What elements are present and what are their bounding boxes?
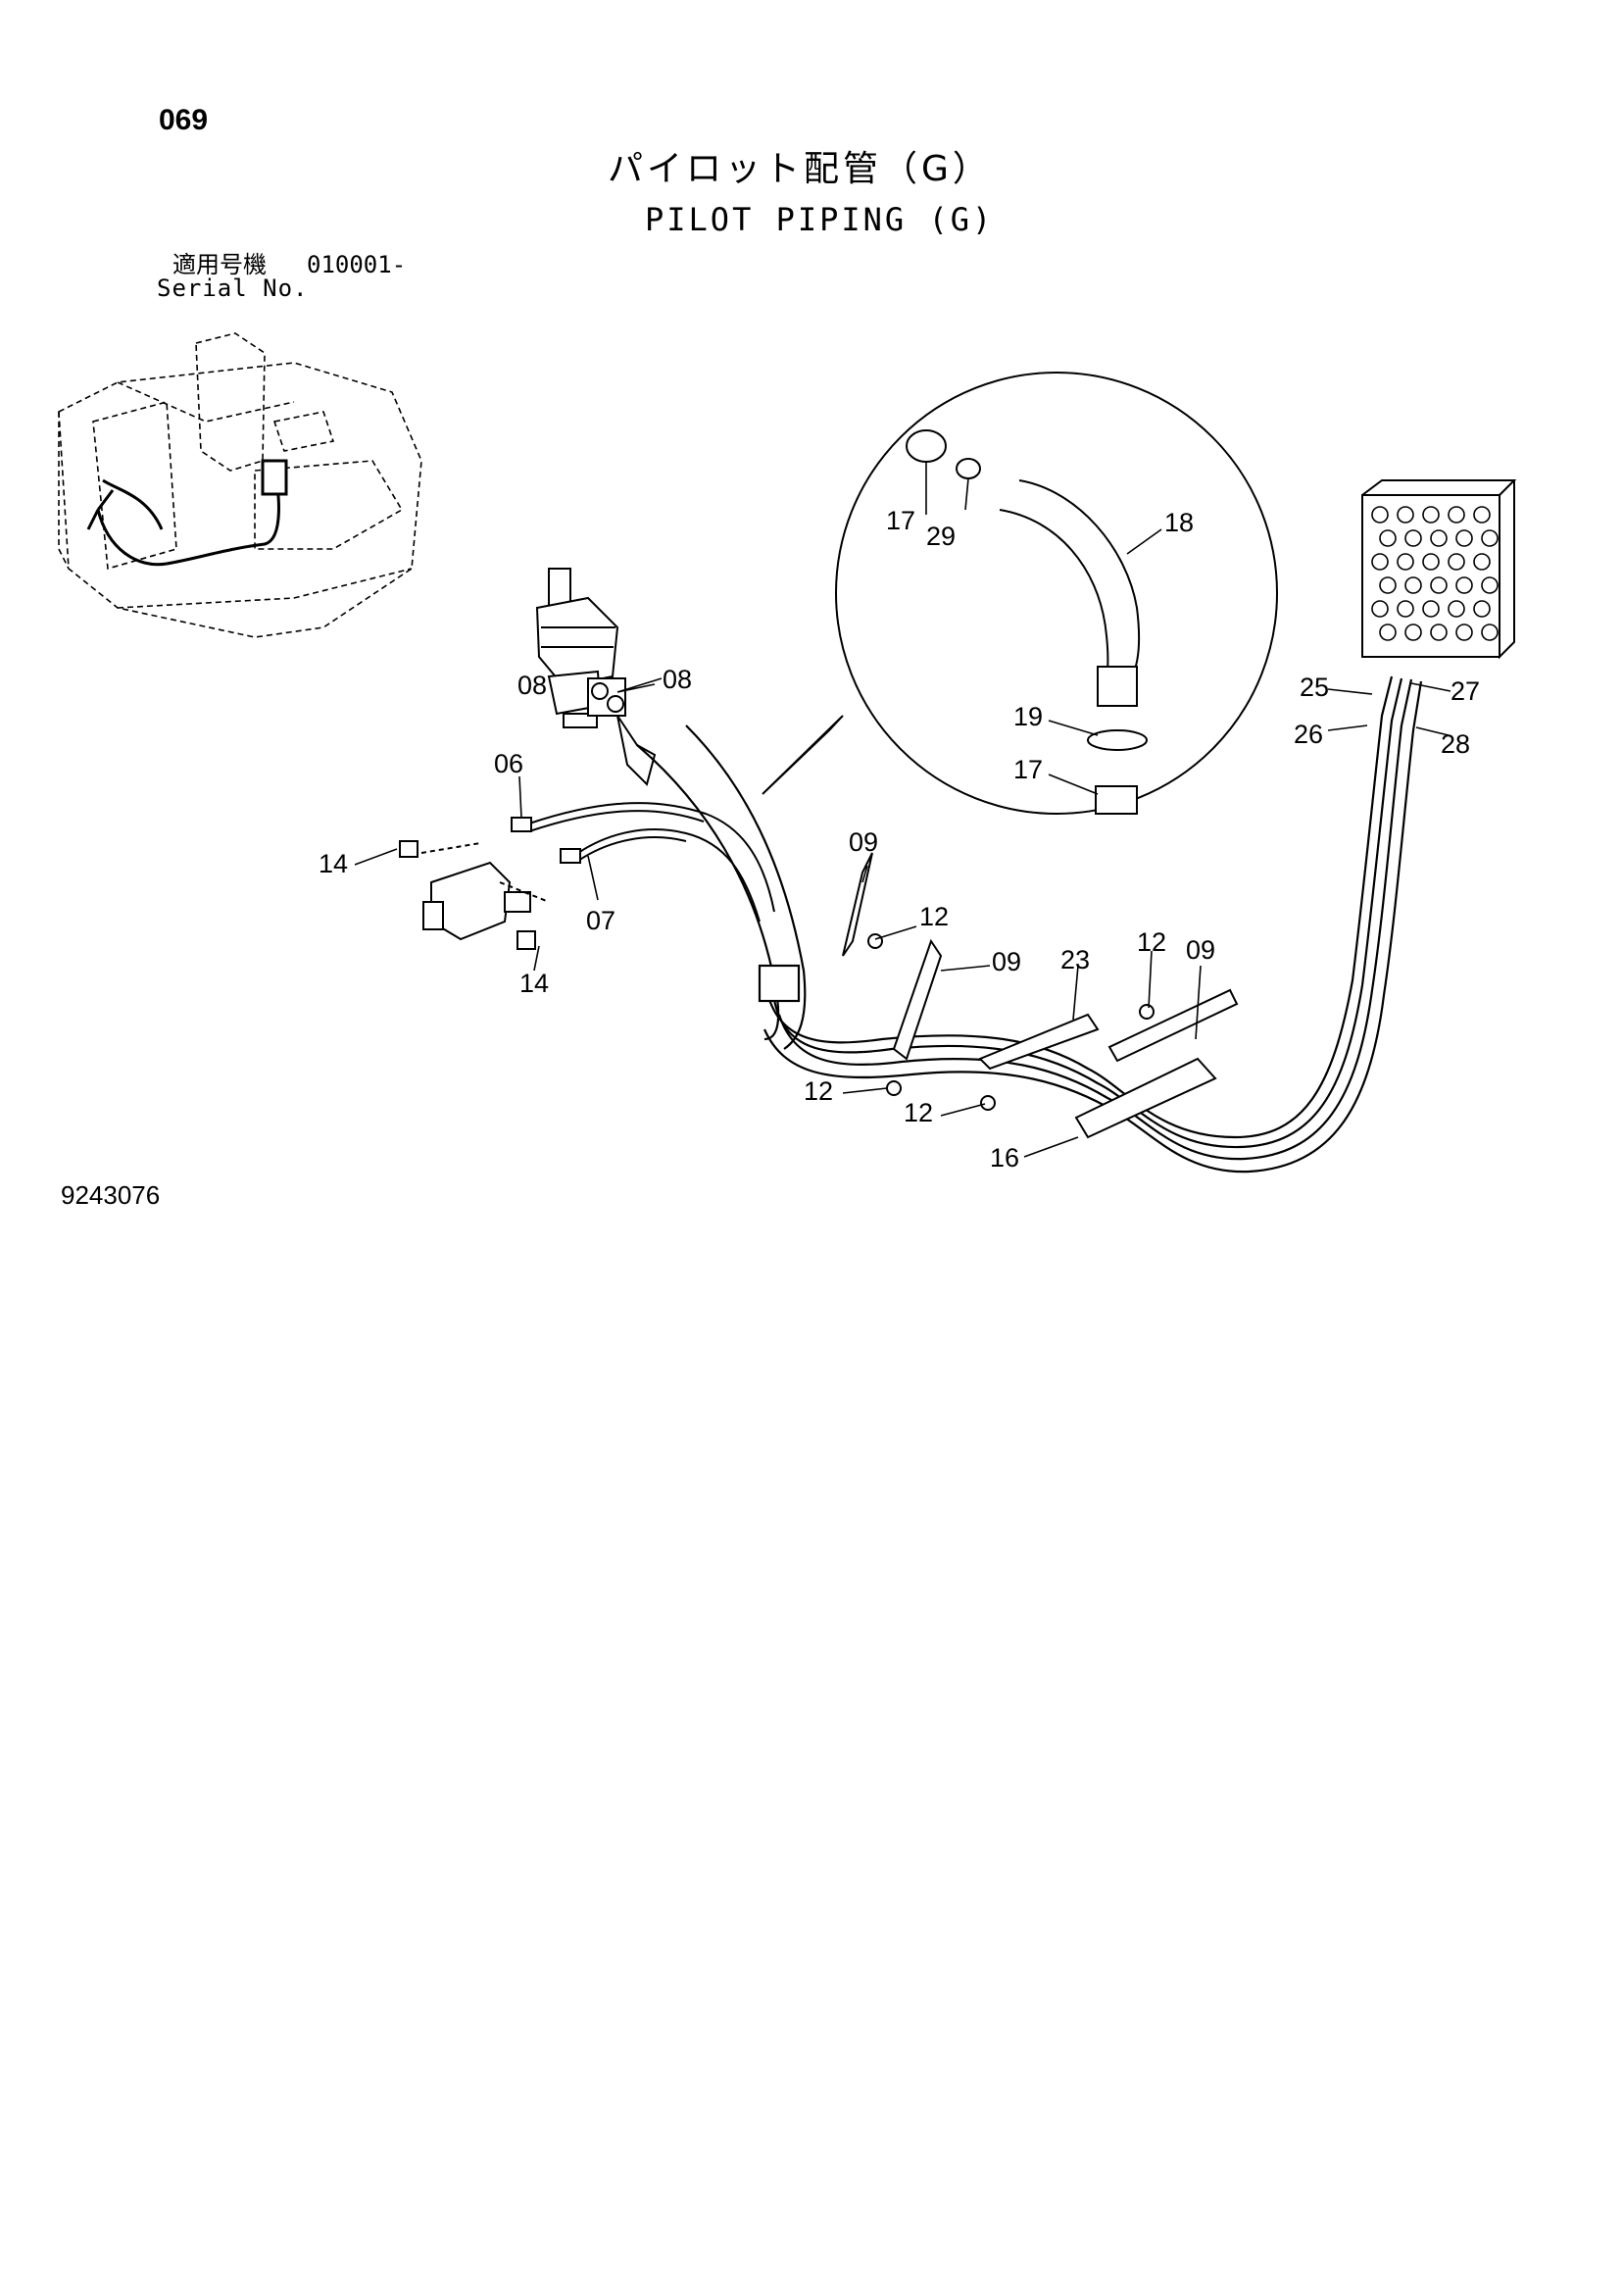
valve-port	[1397, 600, 1414, 618]
hose-06-07	[511, 802, 775, 923]
valve-port	[1404, 529, 1422, 547]
leader-lines	[354, 461, 1451, 1158]
serial-label-english: Serial No.	[157, 275, 309, 302]
valve-port	[1379, 529, 1397, 547]
callout-07: 07	[586, 906, 615, 935]
valve-port	[1455, 529, 1473, 547]
callout-25: 25	[1300, 673, 1329, 702]
valve-port	[1422, 553, 1440, 571]
valve-port	[1430, 529, 1448, 547]
serial-label-japanese: 適用号機	[172, 251, 267, 278]
valve-port	[1379, 624, 1397, 641]
callout-06: 06	[494, 749, 523, 778]
callout-09-upper: 09	[849, 827, 878, 857]
valve-port	[1448, 553, 1465, 571]
valve-port	[1448, 506, 1465, 524]
callout-12-right: 12	[1137, 927, 1166, 957]
valve-port	[1473, 553, 1491, 571]
callout-12-lower-mid: 12	[904, 1098, 933, 1127]
valve-port	[1371, 553, 1389, 571]
valve-port	[1397, 553, 1414, 571]
callout-12-lower-left: 12	[804, 1076, 833, 1106]
valve-port	[1422, 600, 1440, 618]
title-english: PILOT PIPING (G)	[645, 201, 995, 238]
callout-29: 29	[926, 522, 956, 551]
page-number: 069	[159, 104, 209, 136]
fitting-cluster	[587, 677, 657, 786]
cab-overview-sketch	[58, 332, 422, 638]
callout-14-bottom: 14	[519, 969, 549, 998]
callout-28: 28	[1441, 729, 1470, 759]
valve-port	[1371, 600, 1389, 618]
callout-27: 27	[1451, 676, 1480, 706]
valve-port	[1422, 506, 1440, 524]
detail-circle	[762, 372, 1278, 815]
valve-port	[1481, 576, 1499, 594]
valve-port	[1430, 576, 1448, 594]
valve-port	[1473, 600, 1491, 618]
callout-08-right: 08	[663, 665, 692, 694]
valve-port	[1455, 576, 1473, 594]
cab-wiring	[86, 459, 288, 567]
valve-port	[1397, 506, 1414, 524]
callout-23: 23	[1060, 945, 1090, 974]
serial-number-range: 010001-	[307, 251, 407, 278]
callout-08-left: 08	[517, 671, 547, 700]
callout-17-top: 17	[886, 506, 915, 535]
valve-port	[1455, 624, 1473, 641]
valve-port	[1430, 624, 1448, 641]
valve-port	[1404, 624, 1422, 641]
valve-port	[1448, 600, 1465, 618]
main-hose-bundle	[636, 675, 1423, 1173]
callout-14-left: 14	[319, 849, 348, 878]
valve-port	[1481, 624, 1499, 641]
callout-09-right: 09	[1186, 935, 1215, 965]
callout-18: 18	[1164, 508, 1194, 537]
valve-port	[1404, 576, 1422, 594]
callout-19: 19	[1013, 702, 1043, 731]
callout-12-upper: 12	[919, 902, 949, 931]
control-valve-ports	[1371, 506, 1499, 641]
callout-17-bottom: 17	[1013, 755, 1043, 784]
valve-port	[1473, 506, 1491, 524]
callout-26: 26	[1294, 720, 1323, 749]
callout-labels: 06 07 08 08 09 09 09 12 12 12 12 14 14 1…	[319, 506, 1480, 1173]
valve-port	[1379, 576, 1397, 594]
brackets	[842, 852, 1239, 1139]
shuttle-valve	[399, 840, 550, 950]
valve-port	[1371, 506, 1389, 524]
title-japanese: パイロット配管（G）	[608, 149, 992, 189]
callout-16: 16	[990, 1143, 1019, 1173]
valve-port	[1481, 529, 1499, 547]
callout-09-middle: 09	[992, 947, 1021, 976]
drawing-number: 9243076	[61, 1180, 161, 1210]
